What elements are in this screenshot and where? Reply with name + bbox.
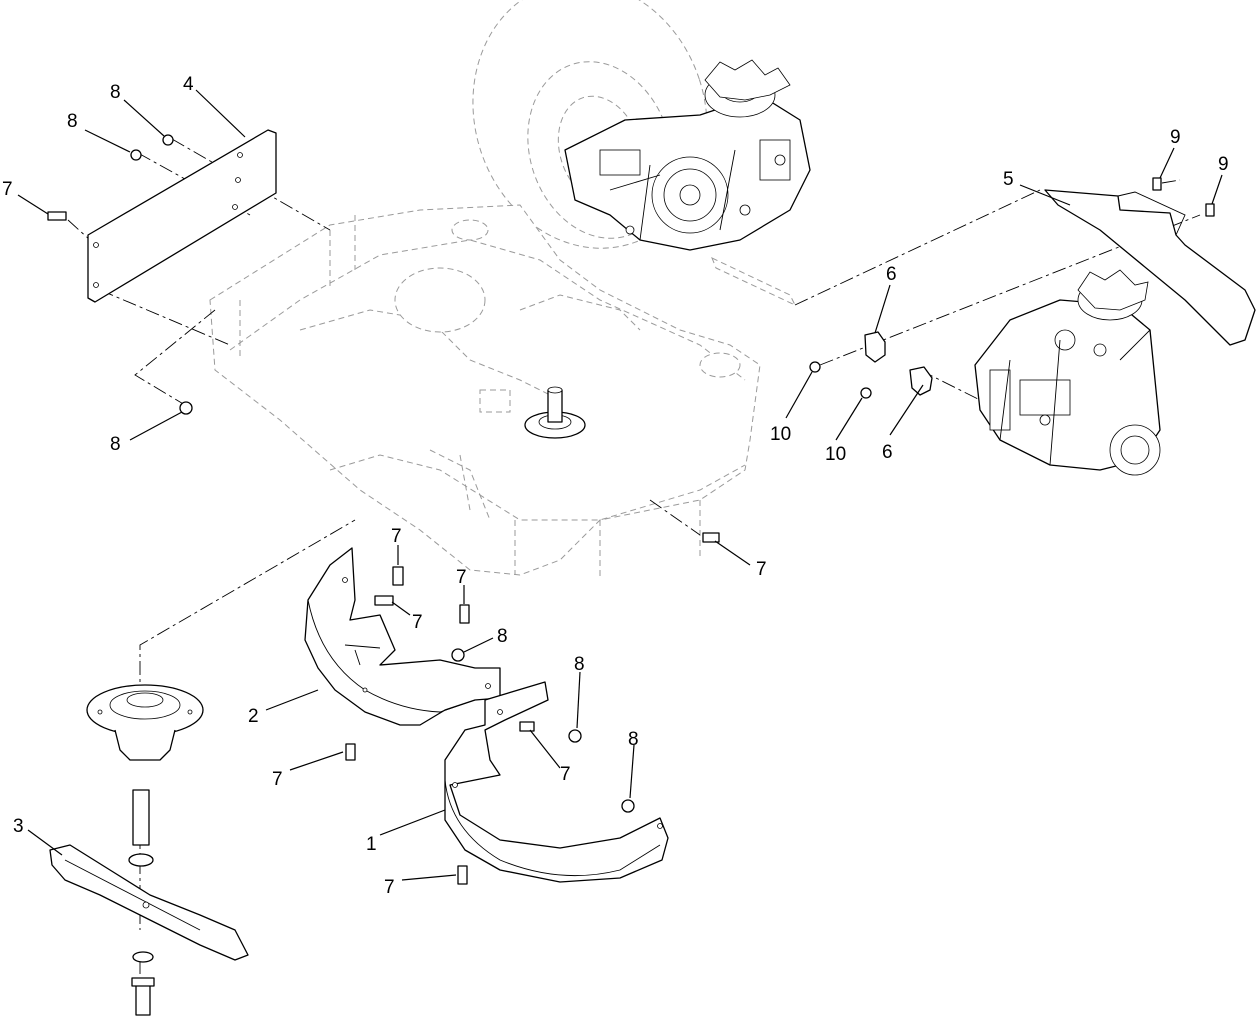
callout-7: 7 bbox=[391, 526, 402, 547]
callout-8: 8 bbox=[110, 82, 121, 103]
callout-9: 9 bbox=[1170, 127, 1181, 148]
transaxle-upper bbox=[564, 59, 811, 251]
nuts-part-8 bbox=[130, 134, 635, 813]
callout-3: 3 bbox=[13, 816, 24, 837]
callout-7: 7 bbox=[456, 567, 467, 588]
callout-6: 6 bbox=[882, 442, 893, 463]
baffle-part-2 bbox=[304, 547, 501, 726]
callout-8: 8 bbox=[110, 434, 121, 455]
callout-8: 8 bbox=[574, 654, 585, 675]
screws-part-9 bbox=[1152, 177, 1215, 217]
callout-10: 10 bbox=[770, 424, 791, 445]
bolts-part-7 bbox=[47, 211, 720, 885]
callout-8: 8 bbox=[67, 111, 78, 132]
callout-7: 7 bbox=[272, 769, 283, 790]
callout-7: 7 bbox=[756, 559, 767, 580]
callout-7: 7 bbox=[2, 179, 13, 200]
rear-shield-part-5 bbox=[1044, 189, 1256, 346]
callout-7: 7 bbox=[412, 612, 423, 633]
nuts-part-10 bbox=[809, 361, 872, 399]
deck-spindle bbox=[524, 386, 586, 439]
mower-deck-ghost bbox=[209, 204, 761, 580]
callout-8: 8 bbox=[497, 626, 508, 647]
blade-part-3 bbox=[49, 844, 249, 1016]
callout-6: 6 bbox=[886, 264, 897, 285]
clamps-part-6 bbox=[864, 331, 933, 396]
leader-lines bbox=[17, 89, 1223, 881]
callout-1: 1 bbox=[366, 834, 377, 855]
callout-2: 2 bbox=[248, 706, 259, 727]
side-plate-part-4 bbox=[87, 129, 277, 303]
callout-5: 5 bbox=[1003, 169, 1014, 190]
axle-tube-ghost bbox=[711, 257, 797, 307]
callout-10: 10 bbox=[825, 444, 846, 465]
spindle-housing bbox=[86, 684, 204, 867]
callout-7: 7 bbox=[560, 764, 571, 785]
callout-4: 4 bbox=[183, 74, 194, 95]
transaxle-lower bbox=[974, 269, 1161, 476]
callout-8: 8 bbox=[628, 729, 639, 750]
callout-labels: 4 8 8 7 8 5 9 9 6 6 10 10 7 7 7 7 8 2 7 … bbox=[2, 74, 1229, 898]
baffle-part-1 bbox=[444, 681, 669, 883]
callout-7: 7 bbox=[384, 877, 395, 898]
callout-9: 9 bbox=[1218, 154, 1229, 175]
